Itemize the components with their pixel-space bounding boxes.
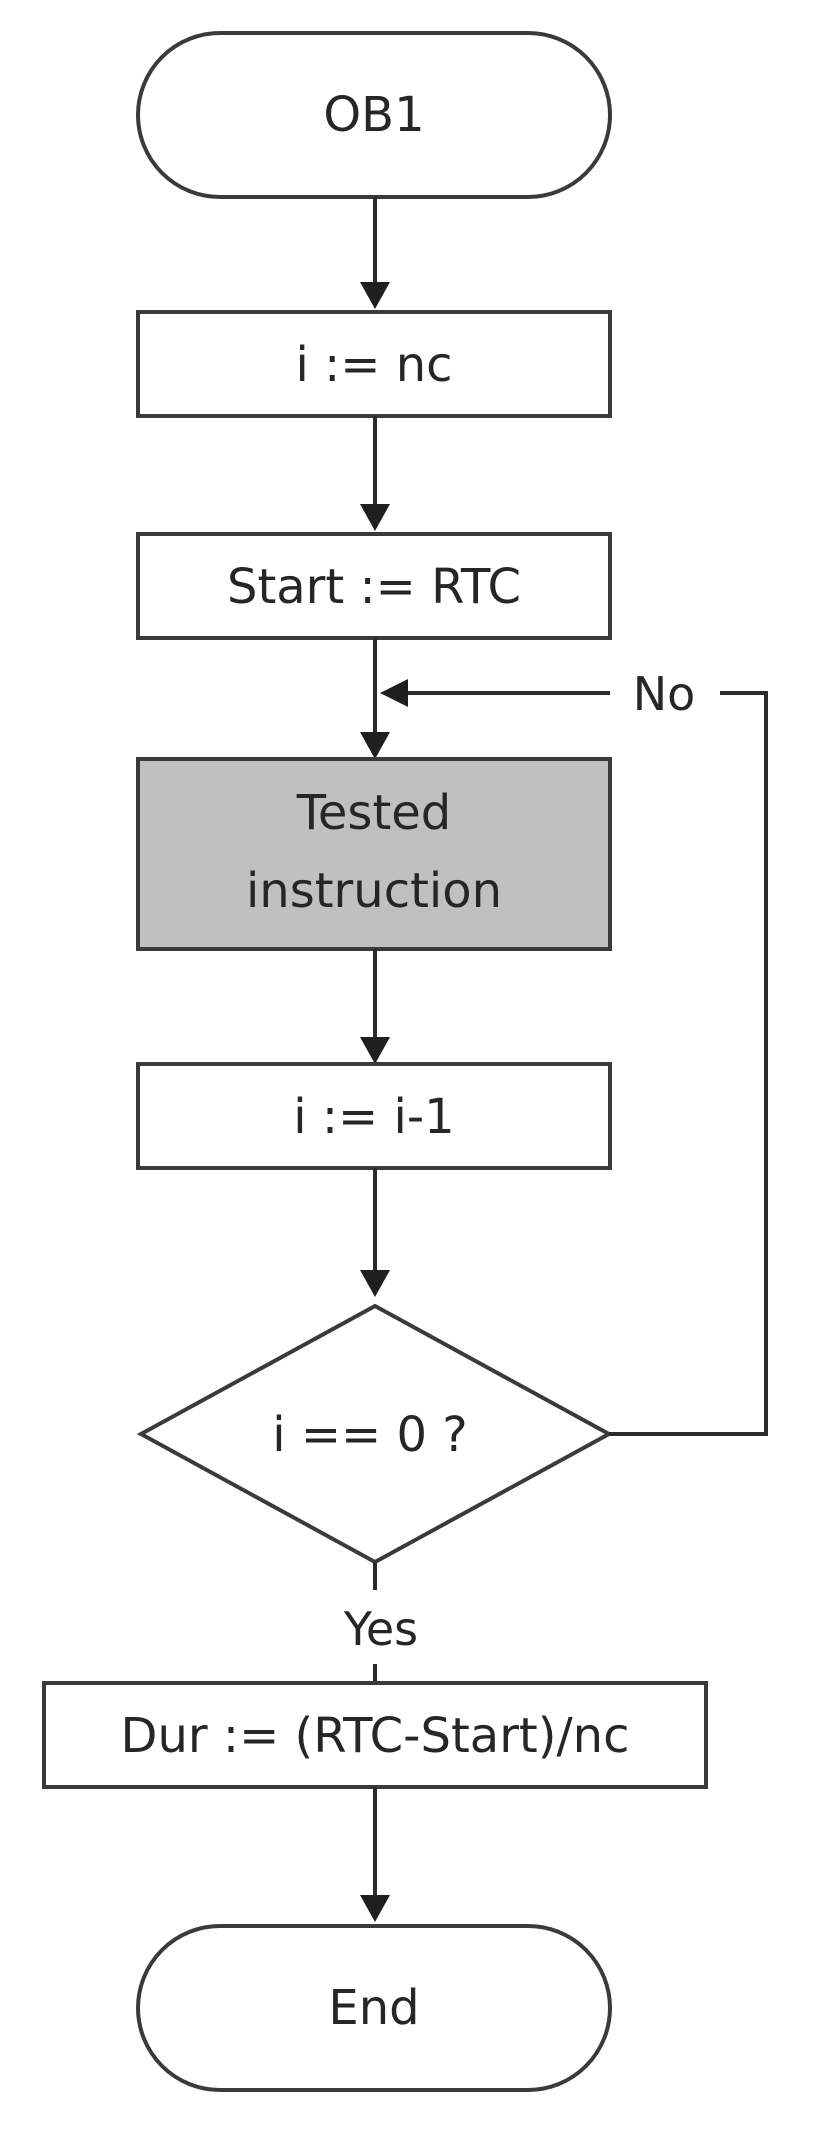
- process-tested-shape: [136, 757, 612, 951]
- edge-yes-label: Yes: [343, 1602, 418, 1656]
- arrowhead-icon: [360, 282, 390, 309]
- arrowhead-icon: [380, 679, 408, 707]
- node-duration: Dur := (RTC-Start)/nc: [42, 1681, 708, 1789]
- node-start-rtc-label: Start := RTC: [227, 559, 521, 615]
- node-end: End: [136, 1924, 612, 2092]
- edge-start-to-tested: [360, 638, 390, 759]
- node-decision: i == 0 ?: [136, 1303, 614, 1565]
- edge-duration-to-end: [360, 1787, 390, 1922]
- terminal-end-shape: [136, 1924, 612, 2092]
- edge-init-to-start: [360, 416, 390, 531]
- edge-tested-to-decrement: [360, 949, 390, 1064]
- node-duration-label: Dur := (RTC-Start)/nc: [121, 1708, 630, 1764]
- edge-no-loop: No: [380, 667, 768, 1436]
- node-decrement: i := i-1: [136, 1062, 612, 1170]
- edge-decrement-to-decision: [360, 1168, 390, 1297]
- node-tested-instruction: Tested instruction: [136, 757, 612, 951]
- arrowhead-icon: [360, 732, 390, 759]
- arrowhead-icon: [360, 504, 390, 531]
- arrowhead-icon: [360, 1037, 390, 1064]
- process-duration-shape: [42, 1681, 708, 1789]
- node-tested-line2: instruction: [246, 863, 502, 919]
- edge-no-label: No: [633, 667, 696, 721]
- node-start-rtc: Start := RTC: [136, 532, 612, 640]
- node-init-i: i := nc: [136, 310, 612, 418]
- arrowhead-icon: [360, 1270, 390, 1297]
- node-decision-label: i == 0 ?: [272, 1407, 468, 1463]
- node-decrement-label: i := i-1: [293, 1089, 454, 1145]
- edge-yes: Yes: [343, 1562, 418, 1683]
- process-decrement-shape: [136, 1062, 612, 1170]
- node-tested-line1: Tested: [296, 785, 452, 841]
- node-ob1: OB1: [136, 31, 612, 199]
- edge-ob1-to-init: [360, 197, 390, 309]
- arrowhead-icon: [360, 1895, 390, 1922]
- process-init-shape: [136, 310, 612, 418]
- node-end-label: End: [328, 1980, 419, 2036]
- node-ob1-label: OB1: [323, 87, 424, 143]
- node-init-i-label: i := nc: [295, 337, 452, 393]
